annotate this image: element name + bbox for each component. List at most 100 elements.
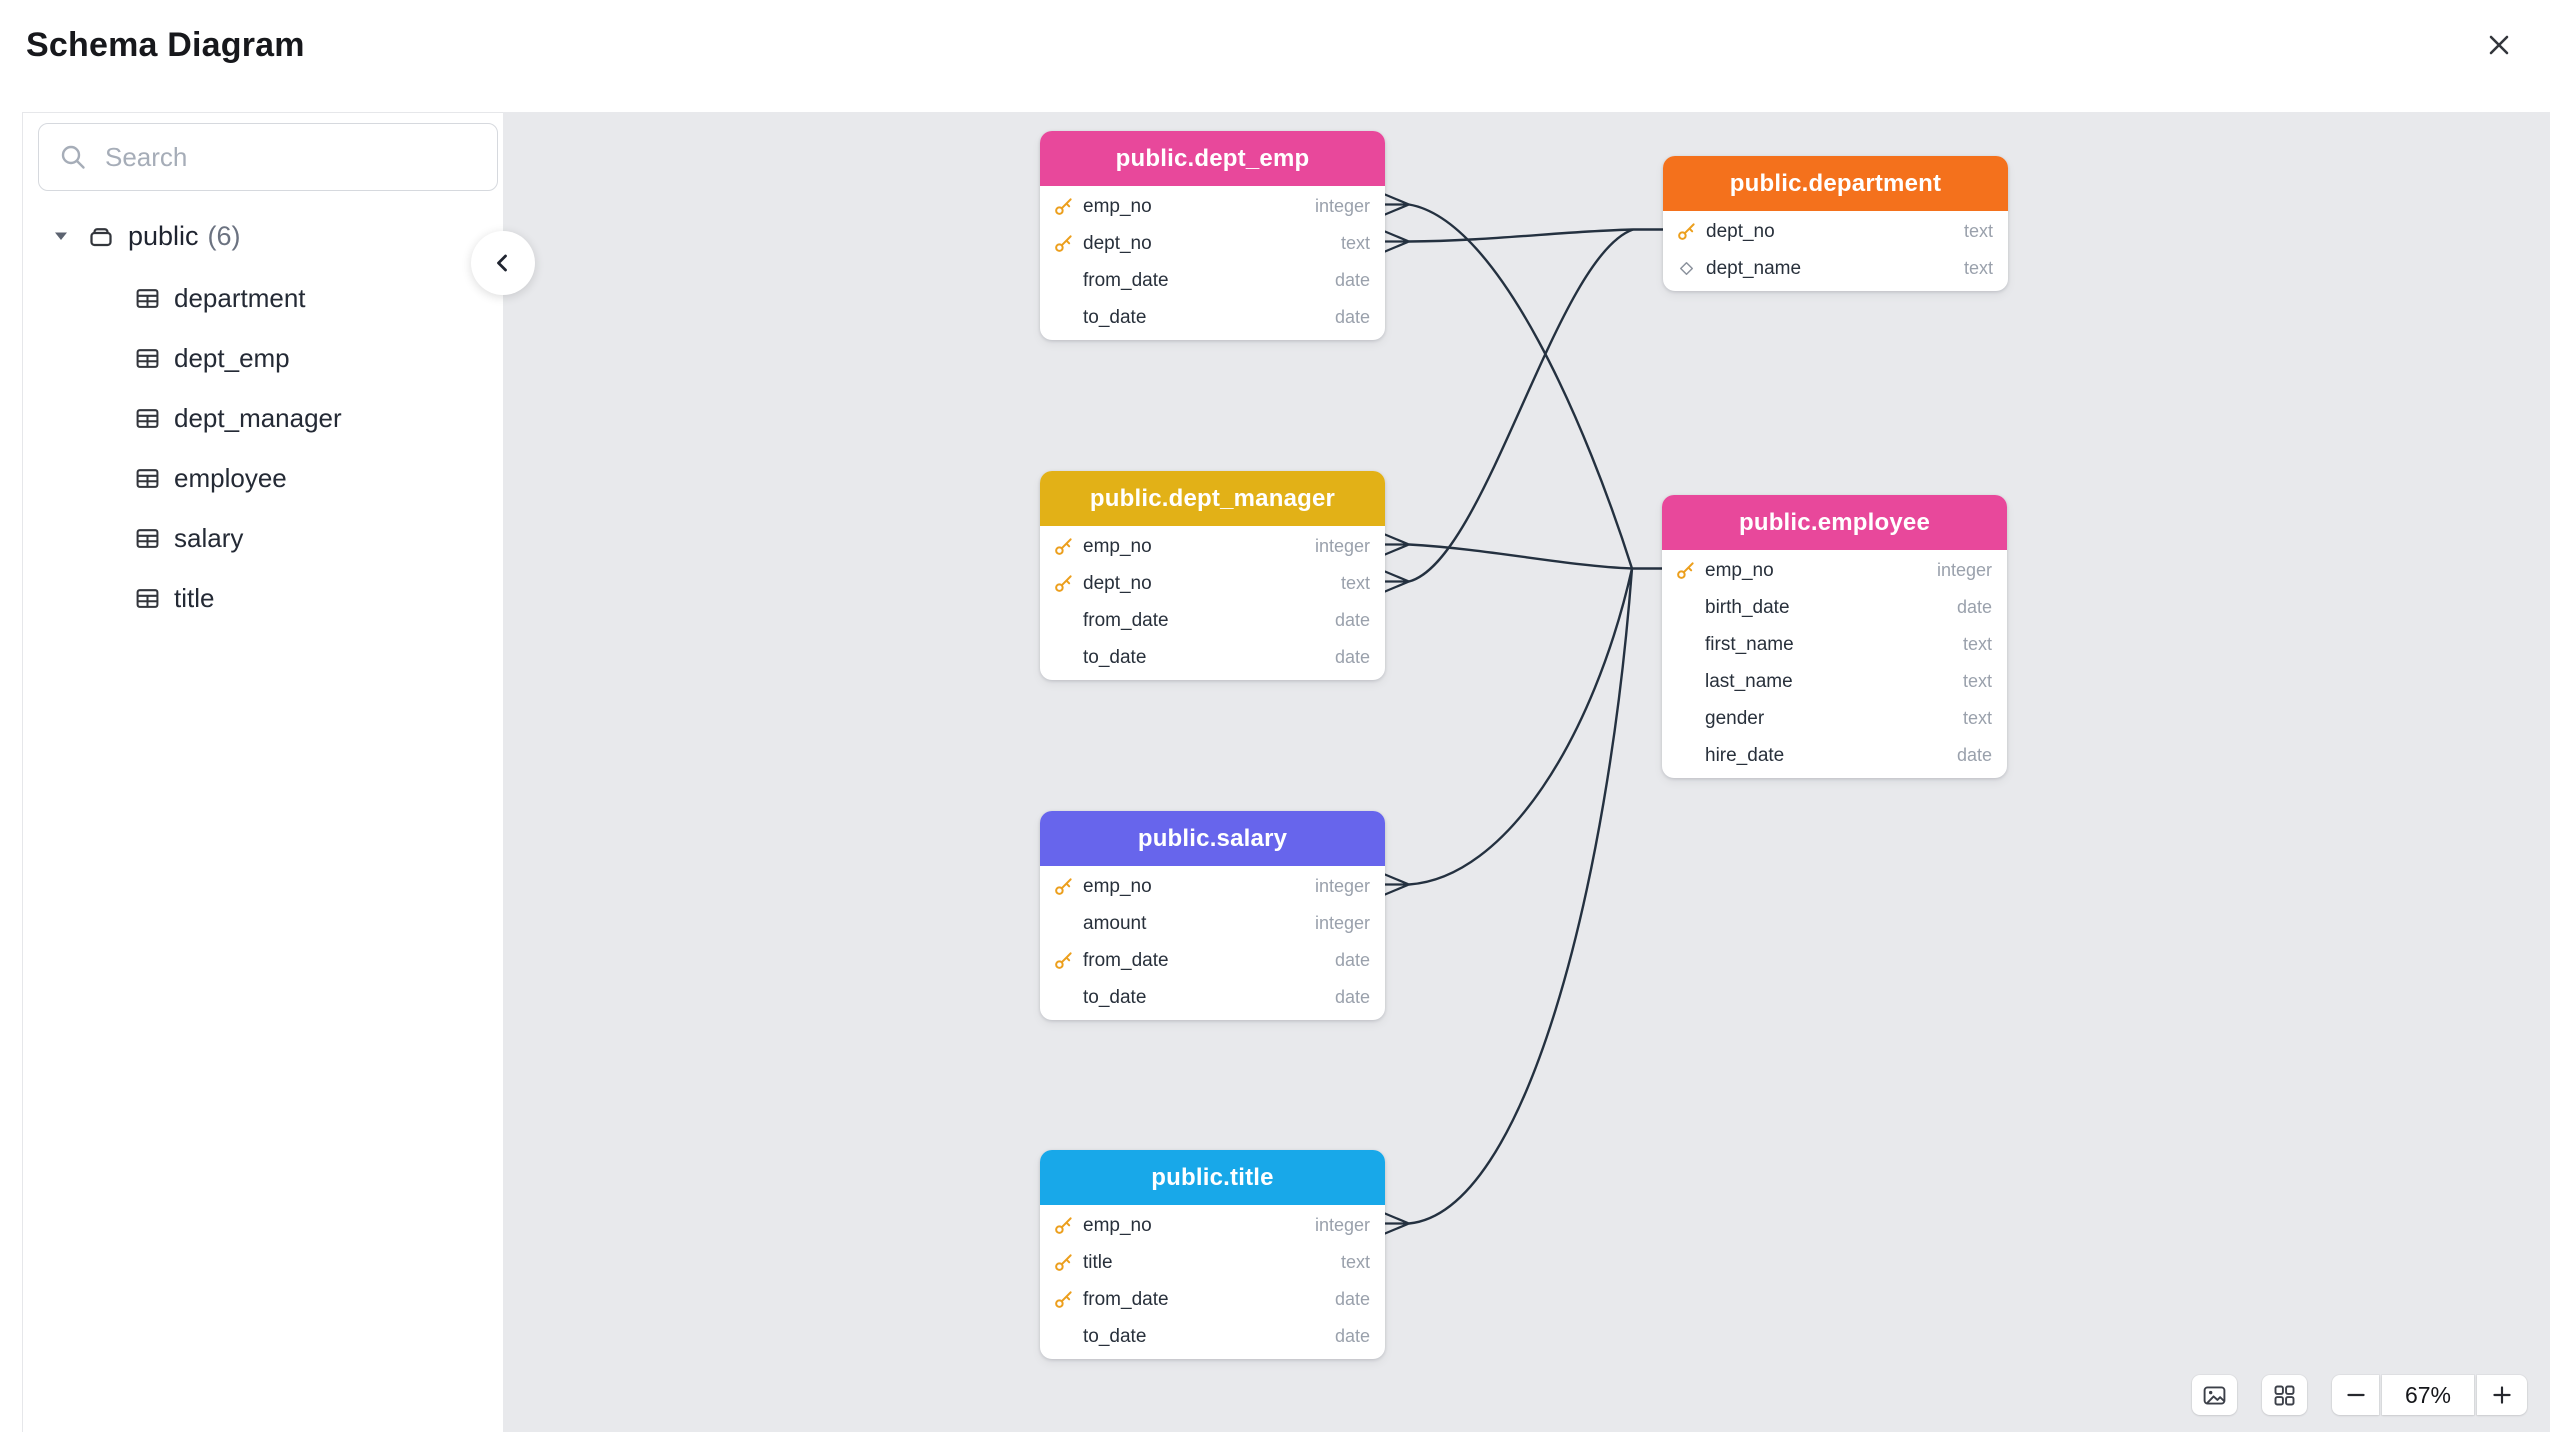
- caret-down-icon[interactable]: [51, 229, 71, 243]
- column-type: date: [1334, 1289, 1370, 1309]
- column-row-dept_no: dept_no text: [1040, 225, 1385, 262]
- column-row-title: title text: [1040, 1244, 1385, 1281]
- grid-layout-icon: [2274, 1385, 2295, 1405]
- column-type: text: [1340, 1252, 1370, 1272]
- column-name: to_date: [1083, 646, 1147, 668]
- table-icon: [136, 408, 159, 428]
- column-name: emp_no: [1083, 195, 1152, 217]
- table-icon: [136, 348, 159, 368]
- column-type: integer: [1936, 560, 1992, 580]
- table-icon: [136, 588, 159, 608]
- column-name: from_date: [1083, 609, 1169, 631]
- column-name: dept_no: [1083, 232, 1152, 254]
- table-item-label: dept_manager: [174, 402, 342, 433]
- plus-icon: [2493, 1386, 2511, 1404]
- column-name: birth_date: [1705, 596, 1790, 618]
- table-item-label: salary: [174, 522, 244, 553]
- column-type: text: [1340, 573, 1370, 593]
- column-type: integer: [1314, 1215, 1370, 1235]
- chevron-left-icon: [497, 254, 507, 272]
- zoom-level: 67%: [2382, 1375, 2474, 1415]
- column-row-to_date: to_date date: [1040, 1318, 1385, 1355]
- table-item-label: title: [174, 582, 215, 613]
- column-type: date: [1334, 270, 1370, 290]
- column-type: integer: [1314, 913, 1370, 933]
- table-item-label: employee: [174, 462, 287, 493]
- table-node-title[interactable]: public.dept_emp: [1040, 131, 1385, 186]
- schema-icon: [90, 228, 112, 247]
- sidebar: public (6) department dept_emp dept_manage…: [22, 112, 503, 1432]
- primary-key-icon: [1055, 1254, 1072, 1271]
- sidebar-item-title[interactable]: title: [23, 568, 503, 628]
- column-name: emp_no: [1083, 875, 1152, 897]
- table-node-title[interactable]: public.employee: [1662, 495, 2007, 550]
- column-row-emp_no: emp_no integer: [1040, 868, 1385, 905]
- sidebar-item-employee[interactable]: employee: [23, 448, 503, 508]
- table-icon: [136, 288, 159, 308]
- auto-layout-button[interactable]: [2262, 1375, 2307, 1415]
- column-type: integer: [1314, 536, 1370, 556]
- column-type: date: [1334, 987, 1370, 1007]
- column-type: date: [1334, 950, 1370, 970]
- column-name: dept_no: [1083, 572, 1152, 594]
- column-name: from_date: [1083, 1288, 1169, 1310]
- primary-key-icon: [1055, 235, 1072, 252]
- sidebar-item-salary[interactable]: salary: [23, 508, 503, 568]
- diagram-canvas[interactable]: [503, 112, 2550, 1432]
- schema-table-count: (6): [207, 220, 241, 251]
- column-type: integer: [1314, 196, 1370, 216]
- table-icon: [136, 528, 159, 548]
- column-type: date: [1334, 1326, 1370, 1346]
- search-input[interactable]: [38, 123, 498, 191]
- sidebar-item-schema-public[interactable]: public (6): [23, 207, 503, 265]
- schema-label: public: [128, 220, 199, 251]
- column-row-from_date: from_date date: [1040, 1281, 1385, 1318]
- zoom-out-button[interactable]: [2332, 1375, 2379, 1415]
- sidebar-item-dept_manager[interactable]: dept_manager: [23, 388, 503, 448]
- export-image-button[interactable]: [2192, 1375, 2237, 1415]
- primary-key-icon: [1055, 1217, 1072, 1234]
- sidebar-item-dept_emp[interactable]: dept_emp: [23, 328, 503, 388]
- table-node-title[interactable]: public.salary: [1040, 811, 1385, 866]
- close-button[interactable]: [2476, 22, 2522, 68]
- column-name: hire_date: [1705, 744, 1785, 766]
- column-name: title: [1083, 1251, 1113, 1273]
- table-node-title[interactable]: public.dept_manager: [1040, 471, 1385, 526]
- zoom-control: 67%: [2332, 1375, 2527, 1415]
- table-item-label: department: [174, 282, 306, 313]
- table-node-title[interactable]: public.title: [1040, 1150, 1385, 1205]
- column-row-emp_no: emp_no integer: [1040, 188, 1385, 225]
- collapse-sidebar-button[interactable]: [471, 231, 535, 295]
- column-type: integer: [1314, 876, 1370, 896]
- column-type: text: [1340, 233, 1370, 253]
- zoom-in-button[interactable]: [2477, 1375, 2527, 1415]
- canvas-toolbar: 67%: [2192, 1375, 2527, 1415]
- table-icon: [136, 468, 159, 488]
- table-node-dept_emp[interactable]: public.dept_emp emp_no integer dept_no text f…: [1040, 131, 1385, 340]
- sidebar-item-department[interactable]: department: [23, 268, 503, 328]
- column-name: from_date: [1083, 269, 1169, 291]
- column-name: to_date: [1083, 1325, 1147, 1347]
- search-icon: [61, 145, 85, 169]
- column-type: date: [1956, 597, 1992, 617]
- table-node-title[interactable]: public.department: [1663, 156, 2008, 211]
- schema-tree-items: department dept_emp dept_manager employee sa…: [23, 268, 503, 628]
- primary-key-icon: [1055, 538, 1072, 555]
